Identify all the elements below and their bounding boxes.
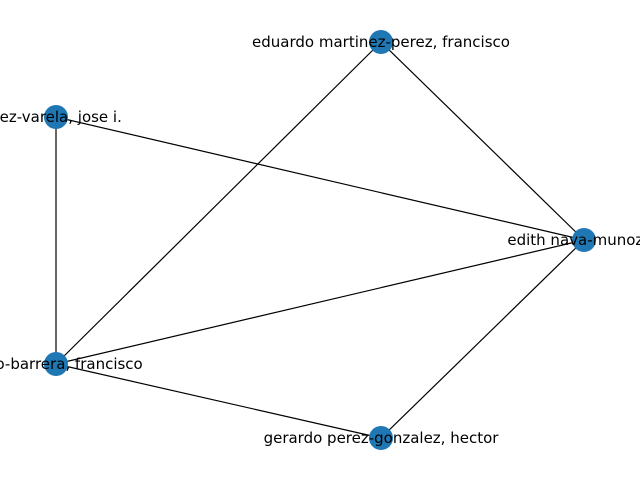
nodes-layer [44,30,596,450]
graph-node-label: eduardo martinez-perez, francisco [252,33,510,51]
graph-node-label: stillo-barrera, francisco [0,355,143,373]
graph-node-n1 [369,30,393,54]
graph-edge-n2-n3 [55,116,585,241]
edges-layer [55,41,585,439]
graph-node-n4 [44,352,68,376]
labels-layer: eduardo martinez-perez, francisco nez-var… [0,33,640,447]
graph-node-n2 [44,105,68,129]
graph-node-n3 [572,228,596,252]
graph-edge-n4-n3 [55,239,585,365]
graph-node-n5 [369,426,393,450]
graph-edge-n1-n3 [380,41,585,241]
graph-node-label: edith nava-munoz, s [507,231,640,249]
graph-edge-n5-n3 [380,239,585,439]
graph-edge-n4-n5 [55,363,382,439]
graph-node-label: gerardo perez-gonzalez, hector [264,429,500,447]
graph-node-label: nez-varela, jose i. [0,108,122,126]
graph-edge-n1-n4 [55,41,382,365]
